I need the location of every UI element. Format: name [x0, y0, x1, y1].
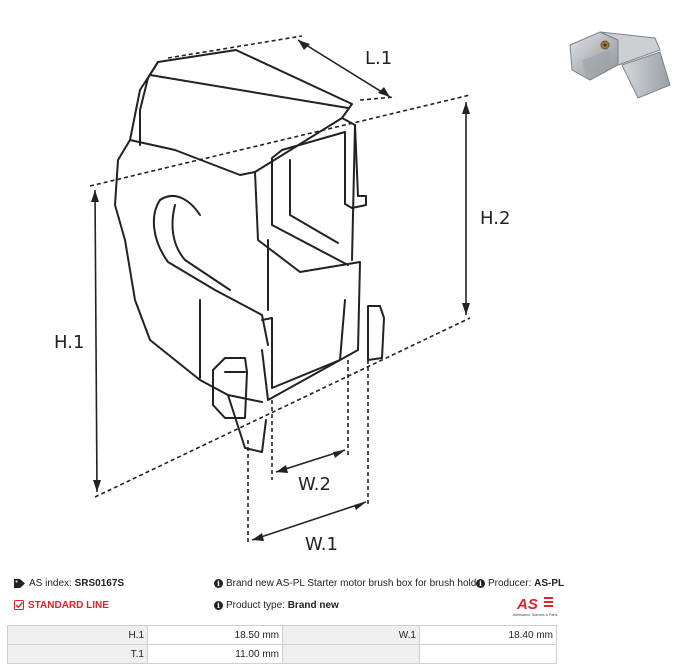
- svg-text:Alternators, Starters & Parts: Alternators, Starters & Parts: [513, 613, 558, 617]
- spec-table: H.1 18.50 mm W.1 18.40 mm T.1 11.00 mm: [7, 625, 557, 664]
- spec-key: [282, 644, 420, 664]
- technical-drawing: L.1 H.1 H.2 W.2 W.1: [54, 35, 510, 555]
- part-left-tab: [212, 357, 248, 419]
- spec-value: 18.50 mm: [147, 625, 283, 645]
- check-square-icon: [14, 600, 24, 611]
- label-h2: H.2: [480, 208, 510, 229]
- label-l1: L.1: [365, 48, 392, 69]
- info-circle-icon: i: [214, 600, 223, 610]
- part-left-body: [114, 139, 267, 453]
- part-front-face: [254, 171, 361, 401]
- spec-value: 11.00 mm: [147, 644, 283, 664]
- spec-key: H.1: [7, 625, 148, 645]
- description-text: Brand new AS-PL Starter motor brush box …: [226, 578, 476, 589]
- label-h1: H.1: [54, 332, 84, 353]
- part-right-hook: [271, 117, 367, 266]
- product-type-value: Brand new: [287, 600, 339, 611]
- as-index-value: SRS0167S: [74, 578, 125, 589]
- spec-key: T.1: [7, 644, 148, 664]
- label-w1: W.1: [305, 534, 338, 555]
- spec-value: 18.40 mm: [419, 625, 557, 645]
- spec-value: [419, 644, 557, 664]
- line-badge: STANDARD LINE: [14, 600, 109, 612]
- product-photo: [569, 31, 671, 99]
- line-badge-label: STANDARD LINE: [28, 600, 109, 611]
- as-index: AS index: SRS0167S: [14, 578, 124, 590]
- as-pl-logo: AS Alternators, Starters & Parts: [513, 596, 558, 617]
- producer-label: Producer:: [488, 578, 532, 589]
- product-type-label: Product type:: [226, 600, 285, 611]
- table-row: H.1 18.50 mm W.1 18.40 mm: [7, 625, 557, 645]
- label-w2: W.2: [298, 474, 331, 495]
- as-index-label: AS index:: [29, 578, 72, 589]
- svg-text:AS: AS: [516, 596, 538, 613]
- part-right-tab: [367, 305, 385, 361]
- part-top-block: [129, 49, 353, 176]
- info-circle-icon: i: [476, 578, 485, 588]
- tag-icon: [14, 578, 25, 588]
- info-circle-icon: i: [214, 578, 223, 588]
- producer-value: AS-PL: [534, 578, 565, 589]
- spec-key: W.1: [282, 625, 420, 645]
- table-row: T.1 11.00 mm: [7, 644, 557, 664]
